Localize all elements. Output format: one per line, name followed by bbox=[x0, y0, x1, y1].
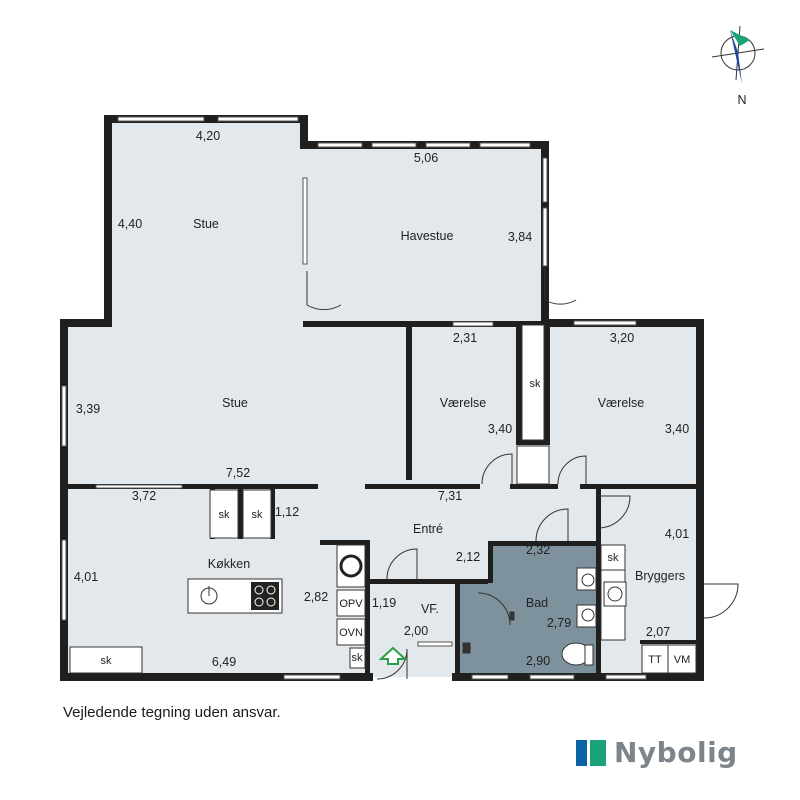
dim-vf-width: 2,00 bbox=[404, 624, 428, 638]
brand-logo: Nybolig bbox=[576, 736, 738, 769]
dim-havestue-depth: 3,84 bbox=[508, 230, 532, 244]
dim-stue-top-width: 4,20 bbox=[196, 129, 220, 143]
fixture-sk-kitchen: sk bbox=[101, 655, 113, 667]
bath-fixtures bbox=[462, 567, 627, 666]
room-vaerelse-left: Værelse bbox=[440, 396, 487, 410]
room-havestue: Havestue bbox=[401, 229, 454, 243]
dim-bryggers-depth: 4,01 bbox=[665, 527, 689, 541]
fixture-vm: VM bbox=[674, 654, 691, 666]
brand-mark-icon bbox=[576, 739, 606, 766]
fan-icon bbox=[339, 554, 363, 578]
dim-koekken-width-bottom: 6,49 bbox=[212, 655, 236, 669]
dim-stue-top-depth: 4,40 bbox=[118, 217, 142, 231]
fixture-ovn: OVN bbox=[339, 627, 363, 639]
room-bad: Bad bbox=[526, 596, 548, 610]
dim-havestue-width: 5,06 bbox=[414, 151, 438, 165]
dim-closet-width: 1,12 bbox=[275, 505, 299, 519]
compass-icon bbox=[711, 25, 765, 84]
fixture-sk-small: sk bbox=[352, 652, 364, 664]
room-vf: VF. bbox=[421, 602, 439, 616]
room-koekken: Køkken bbox=[208, 557, 250, 571]
labels: N Stue Stue Havestue Værelse Værelse Køk… bbox=[74, 93, 747, 669]
cooktop-icon bbox=[251, 582, 279, 610]
room-stue-upper: Stue bbox=[193, 217, 219, 231]
dim-vaerelse-left-depth: 3,40 bbox=[488, 422, 512, 436]
dim-entre-depth: 2,12 bbox=[456, 550, 480, 564]
dim-vaerelse-left-width: 2,31 bbox=[453, 331, 477, 345]
fixture-sk-bryggers: sk bbox=[608, 552, 620, 564]
entrance-arrow-icon bbox=[378, 646, 408, 665]
room-stue-lower: Stue bbox=[222, 396, 248, 410]
fixture-sk-hall-1: sk bbox=[219, 509, 231, 521]
room-bryggers: Bryggers bbox=[635, 569, 685, 583]
fixture-sk-closet-middle: sk bbox=[530, 378, 542, 390]
dim-bad-width-bottom: 2,90 bbox=[526, 654, 550, 668]
dim-vf-depth: 1,19 bbox=[372, 596, 396, 610]
dim-stue-lower-depth: 3,39 bbox=[76, 402, 100, 416]
fixture-sk-hall-2: sk bbox=[252, 509, 264, 521]
disclaimer-text: Vejledende tegning uden ansvar. bbox=[63, 704, 281, 721]
dim-vaerelse-right-depth: 3,40 bbox=[665, 422, 689, 436]
dim-bryggers-width: 2,07 bbox=[646, 625, 670, 639]
appliance-column bbox=[336, 544, 366, 669]
kitchen-island bbox=[187, 578, 283, 614]
dim-bad-depth: 2,79 bbox=[547, 616, 571, 630]
room-vaerelse-right: Værelse bbox=[598, 396, 645, 410]
closet-boxes bbox=[69, 324, 697, 674]
dim-stue-lower-width: 7,52 bbox=[226, 466, 250, 480]
windows bbox=[61, 116, 647, 680]
door-swings bbox=[306, 269, 739, 680]
compass-label: N bbox=[737, 93, 746, 107]
brand-wordmark: Nybolig bbox=[614, 736, 738, 769]
dim-entre-width: 7,31 bbox=[438, 489, 462, 503]
dim-koekken-depth: 4,01 bbox=[74, 570, 98, 584]
dim-vaerelse-right-width: 3,20 bbox=[610, 331, 634, 345]
dim-bad-width-top: 2,32 bbox=[526, 543, 550, 557]
fixture-opv: OPV bbox=[339, 598, 363, 610]
dim-koekken-width-top: 3,72 bbox=[132, 489, 156, 503]
room-entre: Entré bbox=[413, 522, 443, 536]
dim-koekken-island: 2,82 bbox=[304, 590, 328, 604]
fixture-tt: TT bbox=[648, 654, 662, 666]
